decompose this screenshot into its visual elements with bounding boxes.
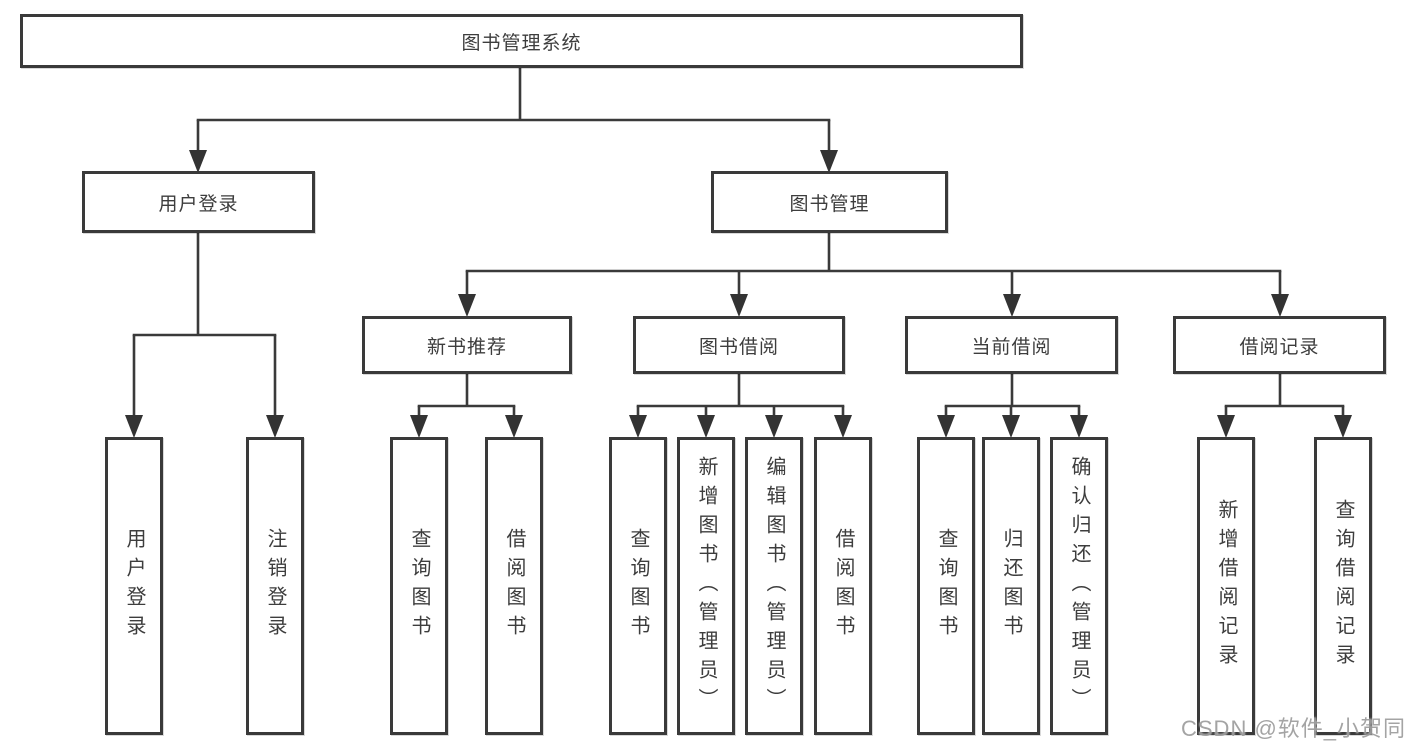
- leaf-query-books-3: 查询图书: [917, 437, 975, 735]
- node-root-label: 图书管理系统: [461, 32, 582, 54]
- node-current-borrowing: 当前借阅: [905, 316, 1118, 374]
- leaf-label: 查询图书: [408, 528, 430, 644]
- leaf-add-borrow-record: 新增借阅记录: [1197, 437, 1255, 735]
- leaf-user-login: 用户登录: [105, 437, 163, 735]
- leaf-query-borrow-record: 查询借阅记录: [1314, 437, 1372, 735]
- leaf-label: 用户登录: [123, 528, 145, 644]
- leaf-edit-book-admin: 编辑图书（管理员）: [745, 437, 803, 735]
- leaf-label: 借阅图书: [832, 528, 854, 644]
- csdn-watermark: CSDN @软件_小贺同学: [1181, 716, 1405, 741]
- node-book-borrowing: 图书借阅: [633, 316, 845, 374]
- node-label: 图书管理: [789, 193, 870, 215]
- leaf-borrow-books-1: 借阅图书: [485, 437, 543, 735]
- leaf-add-book-admin: 新增图书（管理员）: [677, 437, 735, 735]
- leaf-return-book: 归还图书: [982, 437, 1040, 735]
- leaf-borrow-books-2: 借阅图书: [814, 437, 872, 735]
- leaf-confirm-return-admin: 确认归还（管理员）: [1050, 437, 1108, 735]
- node-label: 借阅记录: [1239, 336, 1320, 358]
- node-root-system: 图书管理系统: [20, 14, 1023, 68]
- node-new-book-recommendation: 新书推荐: [362, 316, 572, 374]
- leaf-label: 查询图书: [627, 528, 649, 644]
- leaf-label: 编辑图书（管理员）: [763, 455, 785, 717]
- leaf-label: 归还图书: [1000, 528, 1022, 644]
- node-label: 新书推荐: [426, 336, 507, 358]
- leaf-logout: 注销登录: [246, 437, 304, 735]
- node-label: 当前借阅: [971, 336, 1052, 358]
- node-label: 用户登录: [158, 193, 239, 215]
- leaf-query-books-1: 查询图书: [390, 437, 448, 735]
- leaf-label: 查询借阅记录: [1332, 499, 1354, 673]
- leaf-label: 新增图书（管理员）: [695, 455, 717, 717]
- node-book-management-branch: 图书管理: [711, 171, 948, 233]
- leaf-label: 确认归还（管理员）: [1068, 455, 1090, 717]
- node-borrowing-records: 借阅记录: [1173, 316, 1386, 374]
- leaf-label: 新增借阅记录: [1215, 499, 1237, 673]
- leaf-query-books-2: 查询图书: [609, 437, 667, 735]
- leaf-label: 借阅图书: [503, 528, 525, 644]
- node-user-login-branch: 用户登录: [82, 171, 315, 233]
- node-label: 图书借阅: [698, 336, 779, 358]
- leaf-label: 注销登录: [264, 528, 286, 644]
- leaf-label: 查询图书: [935, 528, 957, 644]
